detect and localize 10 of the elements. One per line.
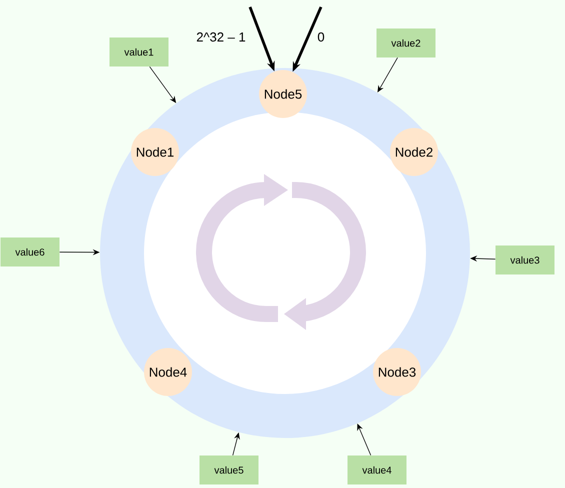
value-box: value1 [110,38,168,66]
arrow [357,424,372,456]
value-box: value6 [0,238,60,266]
value-box: value4 [348,456,406,484]
range-label: 2^32 – 1 [196,32,246,42]
range-label: 0 [318,32,324,42]
ring-band [100,68,470,438]
value-box: value3 [496,246,554,274]
value-box: value2 [376,28,436,58]
value-box: value5 [200,456,258,484]
